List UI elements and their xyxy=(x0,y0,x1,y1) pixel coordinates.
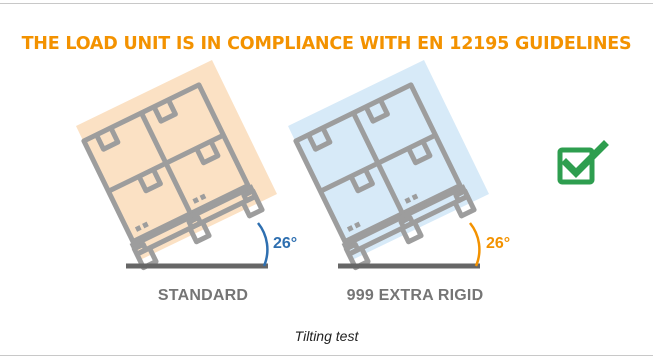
headline: THE LOAD UNIT IS IN COMPLIANCE WITH EN 1… xyxy=(21,34,632,54)
bottom-divider xyxy=(0,355,653,356)
standard-angle-label: 26° xyxy=(273,235,297,252)
caption: Tilting test xyxy=(294,328,359,344)
standard-label: STANDARD xyxy=(157,287,249,304)
extra-rigid-angle-label: 26° xyxy=(486,235,510,252)
extra-rigid-label: 999 EXTRA RIGID xyxy=(346,287,484,304)
extra-rigid-angle-arc xyxy=(469,222,481,267)
extra-rigid-unit: 26° xyxy=(288,60,510,269)
top-divider xyxy=(0,3,653,4)
check-icon xyxy=(557,140,609,185)
standard-unit: 26° xyxy=(76,60,297,269)
standard-angle-arc xyxy=(257,222,269,267)
